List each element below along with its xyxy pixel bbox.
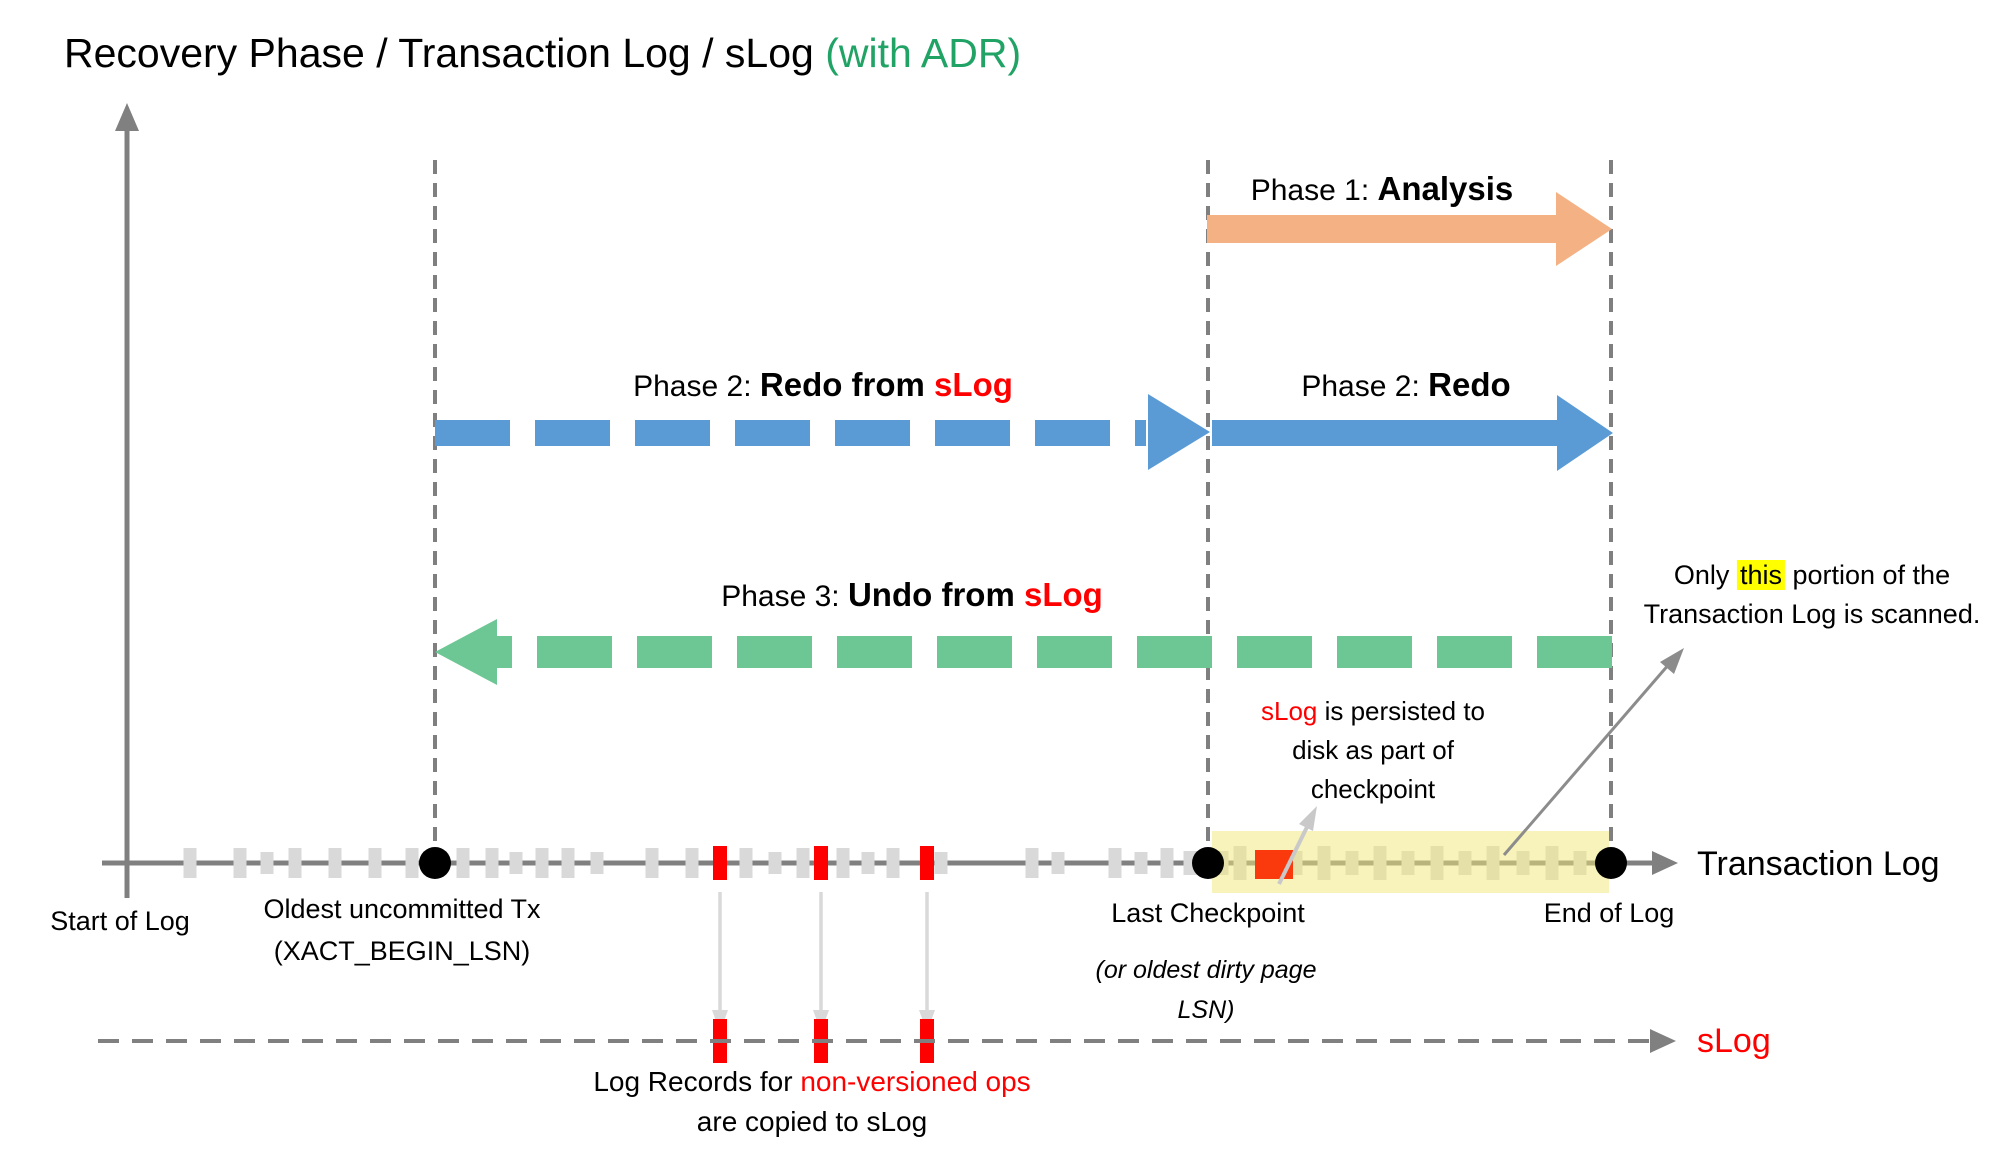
last-checkpoint-label: Last Checkpoint xyxy=(1111,898,1305,928)
log-record-tick xyxy=(739,848,753,878)
log-record-tick-red xyxy=(814,846,828,880)
log-record-tick xyxy=(1134,852,1148,874)
phase2-redo-label: Phase 2: Redo xyxy=(1301,366,1511,403)
log-record-tick xyxy=(645,848,659,878)
log-record-tick xyxy=(934,852,948,874)
milestone-dot-last-checkpoint xyxy=(1192,847,1224,879)
milestone-dot-end-of-log xyxy=(1595,847,1627,879)
phase1-analysis-arrow xyxy=(1207,215,1556,243)
log-record-tick xyxy=(456,848,470,878)
oldest-uncommitted-tx-label: Oldest uncommitted Tx xyxy=(263,894,541,924)
end-of-log-label: End of Log xyxy=(1543,898,1675,928)
log-record-tick xyxy=(183,848,197,878)
phase2-redo-from-slog-label: Phase 2: Redo from sLog xyxy=(633,366,1013,403)
milestone-dot-oldest-tx xyxy=(419,847,451,879)
log-record-tick xyxy=(260,852,274,874)
log-record-tick xyxy=(836,848,850,878)
phase3-undo-arrowhead-icon xyxy=(435,619,497,685)
log-records-copied-line2: are copied to sLog xyxy=(696,1106,928,1137)
log-record-tick xyxy=(405,848,419,878)
oldest-dirty-page-lsn-label: LSN) xyxy=(1177,996,1235,1024)
slog-persisted-line2: disk as part of xyxy=(1292,735,1454,765)
phase2-redo-from-slog-arrowhead-icon xyxy=(1148,394,1210,470)
phase1-analysis-label: Phase 1: Analysis xyxy=(1250,170,1514,207)
log-record-tick xyxy=(590,852,604,874)
slog-persisted-pointer-arrowhead-icon xyxy=(1299,806,1317,831)
phase2-redo-arrow xyxy=(1212,420,1557,446)
log-record-tick xyxy=(561,848,575,878)
slog-persisted-line1: sLog is persisted to xyxy=(1260,696,1486,726)
only-this-portion-line2: Transaction Log is scanned. xyxy=(1643,599,1981,629)
log-record-tick xyxy=(861,852,875,874)
slog-axis-label: sLog xyxy=(1697,1022,1771,1060)
log-records-copied-line1: Log Records for non-versioned ops xyxy=(593,1066,1031,1097)
log-record-tick xyxy=(796,848,810,878)
oldest-dirty-page-label: (or oldest dirty page xyxy=(1095,956,1317,984)
log-record-tick xyxy=(233,848,247,878)
start-of-log-label: Start of Log xyxy=(50,906,190,936)
log-record-tick xyxy=(685,848,699,878)
log-record-tick xyxy=(535,848,549,878)
slog-persisted-line3: checkpoint xyxy=(1310,774,1436,804)
log-record-tick xyxy=(1025,848,1039,878)
scanned-portion-pointer-line xyxy=(1502,662,1672,856)
log-record-tick xyxy=(509,852,523,874)
log-record-tick xyxy=(288,848,302,878)
slog-arrowhead-icon xyxy=(1650,1029,1676,1053)
log-record-tick xyxy=(328,848,342,878)
xact-begin-lsn-label: (XACT_BEGIN_LSN) xyxy=(273,936,531,966)
log-record-tick xyxy=(1108,848,1122,878)
log-record-tick xyxy=(1051,852,1065,874)
log-record-tick xyxy=(886,848,900,878)
phase1-arrowhead-icon xyxy=(1556,192,1612,266)
log-record-tick xyxy=(485,848,499,878)
log-record-tick xyxy=(1160,848,1174,878)
y-axis-arrowhead-icon xyxy=(115,103,139,131)
log-record-tick xyxy=(768,852,782,874)
phase2-redo-arrowhead-icon xyxy=(1557,395,1613,471)
slog-persisted-pointer-line xyxy=(1277,826,1309,885)
phase3-undo-from-slog-label: Phase 3: Undo from sLog xyxy=(721,576,1103,613)
page-title: Recovery Phase / Transaction Log / sLog … xyxy=(64,30,1022,76)
scanned-portion-pointer-arrowhead-icon xyxy=(1660,648,1684,674)
transaction-log-arrowhead-icon xyxy=(1652,851,1678,875)
only-this-portion-line1: Only this portion of the xyxy=(1673,560,1951,590)
log-record-tick-red xyxy=(920,846,934,880)
log-record-tick-red xyxy=(713,846,727,880)
log-record-tick xyxy=(368,848,382,878)
transaction-log-axis-label: Transaction Log xyxy=(1697,845,1940,883)
